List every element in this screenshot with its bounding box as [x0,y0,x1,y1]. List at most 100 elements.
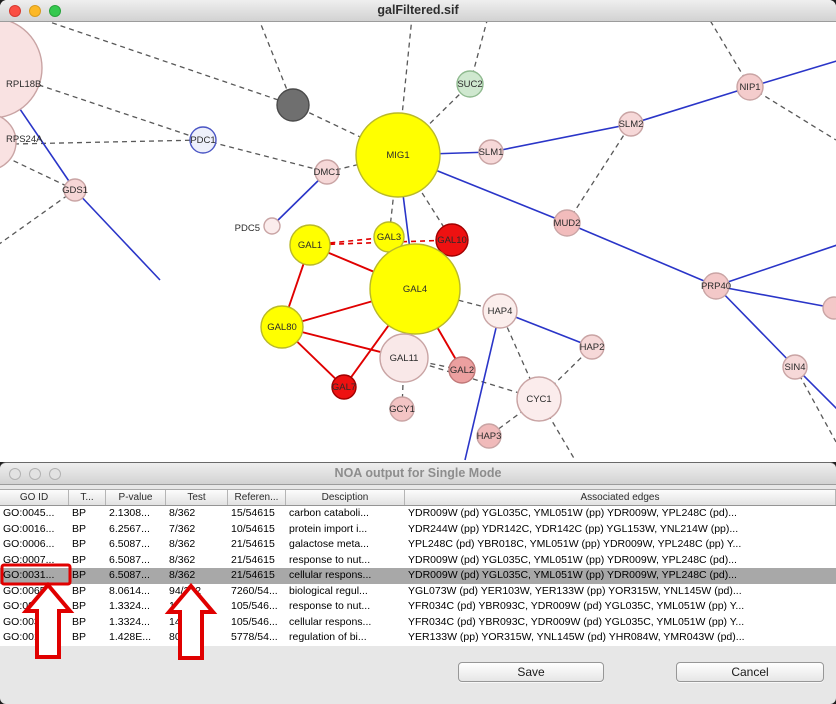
network-node-hap2[interactable]: HAP2 [579,334,605,360]
network-edge[interactable] [397,154,453,241]
network-edge[interactable] [292,104,399,156]
network-node-gal80[interactable]: GAL80 [260,305,304,349]
cell-associated-edges: YFR034C (pd) YBR093C, YDR009W (pd) YGL03… [408,615,745,628]
network-node-rps24a[interactable]: RPS24A [0,114,43,170]
network-edge[interactable] [749,60,836,88]
network-edge[interactable] [0,189,76,247]
network-window-title: galFiltered.sif [377,3,459,17]
cell-p-value: 1.428E... [109,631,152,643]
network-edge[interactable] [35,22,294,106]
network-node-gal2[interactable]: GAL2 [448,356,476,384]
network-node-gal1[interactable]: GAL1 [289,224,331,266]
node-label: PRP40 [701,281,731,292]
network-node-mig1[interactable]: MIG1 [355,112,441,198]
node-label: HAP4 [488,306,513,317]
network-node-gds1[interactable]: GDS1 [62,178,88,202]
network-edge[interactable] [490,123,632,153]
cell-go-id: GO:0007... [3,553,55,566]
noa-zoom-button[interactable] [49,468,61,480]
cancel-button[interactable]: Cancel [676,662,824,682]
network-node-pdc1[interactable]: PDC1 [189,126,217,154]
noa-minimize-button[interactable] [29,468,41,480]
cell-associated-edges: YDR009W (pd) YGL035C, YML051W (pp) YDR00… [408,569,737,581]
network-node-suc2[interactable]: SUC2 [456,70,484,98]
network-edge[interactable] [13,139,204,145]
network-node-rpl18b[interactable]: RPL18B [0,22,43,119]
network-node-gal7[interactable]: GAL7 [331,374,357,400]
network-node-cyc1[interactable]: CYC1 [516,376,562,422]
node-label: GAL10 [437,235,467,246]
node-label: MIG1 [386,150,409,161]
network-node-hap4[interactable]: HAP4 [482,293,518,329]
cell-type: BP [72,553,87,566]
network-node-dmc1[interactable]: DMC1 [314,159,341,185]
network-node-gal10[interactable]: GAL10 [435,223,469,257]
column-header-type[interactable]: T... [69,490,106,505]
network-edge[interactable] [715,244,836,287]
network-node-hap3[interactable]: HAP3 [476,423,502,449]
network-edge[interactable] [309,239,453,246]
network-node-sin4[interactable]: SIN4 [782,354,808,380]
network-node-gcy1[interactable]: GCY1 [389,396,415,422]
network-node-mud2[interactable]: MUD2 [553,209,581,237]
column-header-go-id[interactable]: GO ID [0,490,69,505]
cell-type: BP [72,600,87,612]
network-edge[interactable] [29,81,204,141]
network-node[interactable] [822,296,836,320]
network-node-nip1[interactable]: NIP1 [736,73,764,101]
network-node-gal11[interactable]: GAL11 [379,333,429,383]
network-edge[interactable] [464,310,501,461]
minimize-button[interactable] [29,5,41,17]
network-edge[interactable] [202,139,328,173]
noa-close-button[interactable] [9,468,21,480]
network-node-prp40[interactable]: PRP40 [701,272,731,300]
network-edge[interactable] [258,22,294,106]
cell-p-value: 6.5087... [109,553,150,566]
network-edge[interactable] [566,123,632,224]
column-header-test[interactable]: Test [166,490,228,505]
network-node[interactable] [276,88,310,122]
column-header-reference[interactable]: Referen... [228,490,286,505]
close-button[interactable] [9,5,21,17]
column-header-description[interactable]: Desciption [286,490,405,505]
network-node-slm1[interactable]: SLM1 [478,139,504,165]
network-edge[interactable] [74,189,161,281]
cell-reference: 7260/54... [231,584,278,597]
network-edge[interactable] [403,357,540,400]
cell-test: 94/362 [169,584,202,597]
network-edge[interactable] [271,171,328,227]
zoom-button[interactable] [49,5,61,17]
noa-window-titlebar[interactable]: NOA output for Single Mode [0,463,836,485]
network-node-gal4[interactable]: GAL4 [369,243,461,335]
network-edge[interactable] [749,86,836,141]
cell-description: cellular respons... [289,615,372,628]
network-node-slm2[interactable]: SLM2 [618,111,644,137]
cell-description: carbon cataboli... [289,507,369,519]
cell-test: 7/362 [169,522,196,535]
cell-associated-edges: YGL073W (pd) YER103W, YER133W (pp) YOR31… [408,584,742,597]
network-edge[interactable] [794,366,836,443]
save-button[interactable]: Save [458,662,604,682]
network-edge[interactable] [715,285,796,368]
column-header-p-value[interactable]: P-value [106,490,166,505]
network-edge[interactable] [630,86,751,125]
column-header-associated-edges[interactable]: Associated edges [405,490,836,505]
network-edge[interactable] [566,222,717,287]
network-edge[interactable] [397,83,471,156]
network-edge[interactable] [499,310,540,400]
cell-type: BP [72,631,87,643]
network-window-titlebar[interactable]: galFiltered.sif [0,0,836,22]
network-node-gal3[interactable]: GAL3 [373,221,405,253]
network-node-pdc5[interactable]: PDC5 [235,217,281,235]
network-edge[interactable] [715,285,835,309]
